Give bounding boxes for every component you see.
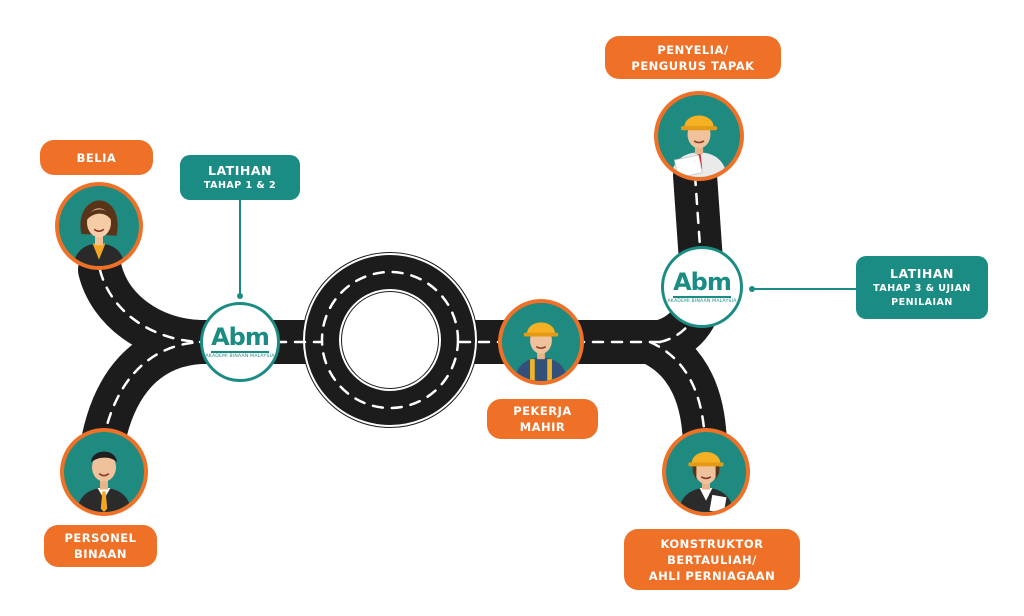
training-right-title: LATIHAN [890, 266, 954, 281]
connector-right [752, 288, 856, 290]
label-belia-text: BELIA [76, 150, 117, 165]
abm-logo-bar [673, 296, 731, 298]
site-supervisor-avatar-icon [654, 91, 744, 181]
label-konstruktor-line3: AHLI PERNIAGAAN [648, 568, 776, 583]
connector-right-dot [749, 286, 755, 292]
woman-avatar-icon [55, 182, 143, 270]
construction-worker-avatar-icon [498, 299, 584, 385]
training-left-title: LATIHAN [208, 163, 272, 178]
label-pekerja-mahir: PEKERJA MAHIR [487, 399, 598, 439]
abm-logo-subtitle: AKADEMI BINAAN MALAYSIA [667, 299, 737, 304]
abm-logo-subtitle: AKADEMI BINAAN MALAYSIA [205, 354, 275, 359]
label-penyelia-pengurus: PENYELIA/ PENGURUS TAPAK [605, 36, 781, 79]
businessman-avatar-icon [60, 428, 148, 516]
label-personel-line2: BINAAN [73, 547, 128, 561]
connector-left-dot [237, 293, 243, 299]
label-konstruktor-line2: BERTAULIAH/ [667, 552, 757, 567]
abm-logo-left: Abm AKADEMI BINAAN MALAYSIA [200, 302, 280, 382]
training-right-sub1: TAHAP 3 & UJIAN [873, 283, 971, 294]
training-level-3-assessment: LATIHAN TAHAP 3 & UJIAN PENILAIAN [856, 256, 988, 319]
label-belia: BELIA [40, 140, 153, 175]
label-personel-line1: PERSONEL [64, 531, 137, 545]
label-pekerja-line2: MAHIR [519, 420, 566, 434]
abm-logo-text: Abm [673, 268, 732, 296]
label-konstruktor: KONSTRUKTOR BERTAULIAH/ AHLI PERNIAGAAN [624, 529, 800, 590]
abm-logo-text: Abm [211, 323, 270, 351]
training-left-sub: TAHAP 1 & 2 [203, 180, 277, 191]
connector-left [239, 200, 241, 298]
training-right-sub2: PENILAIAN [891, 297, 953, 308]
female-engineer-avatar-icon [662, 428, 750, 516]
label-konstruktor-line1: KONSTRUKTOR [660, 536, 764, 551]
label-personel-binaan: PERSONEL BINAAN [44, 525, 157, 567]
label-pekerja-line1: PEKERJA [513, 404, 572, 418]
abm-logo-right: Abm AKADEMI BINAAN MALAYSIA [661, 246, 743, 328]
label-penyelia-line1: PENYELIA/ [657, 42, 729, 57]
label-penyelia-line2: PENGURUS TAPAK [631, 58, 755, 73]
training-level-1-2: LATIHAN TAHAP 1 & 2 [180, 155, 300, 200]
abm-logo-bar [211, 351, 269, 353]
